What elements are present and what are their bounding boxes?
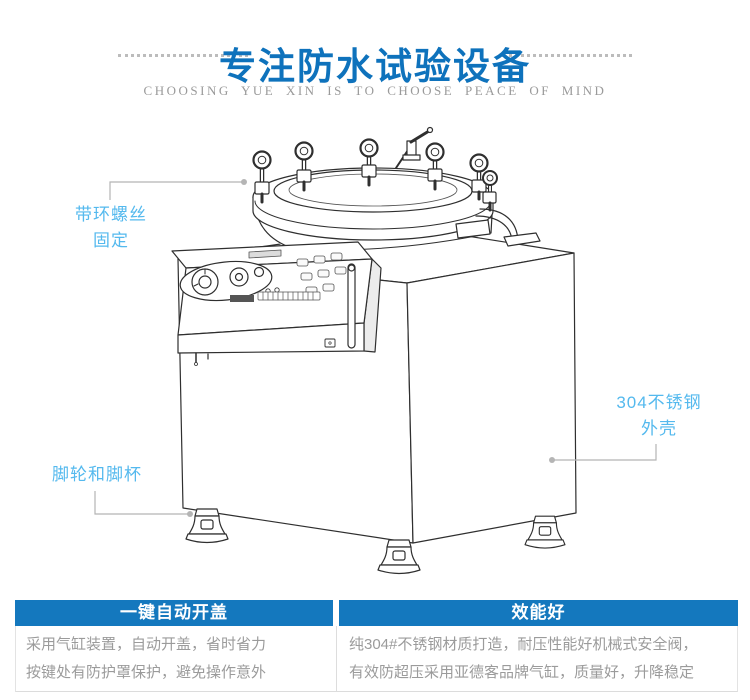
- cabinet-right-face: [406, 252, 577, 544]
- feature-text-performance: 纯304#不锈钢材质打造，耐压性能好机械式安全阀， 有效防超压采用亚德客品牌气缸…: [337, 626, 737, 691]
- callout-eye-screw-line1: 带环螺丝: [75, 205, 147, 224]
- control-panel: [171, 241, 382, 366]
- connector-eye-screw: [109, 181, 243, 200]
- air-pipe: [455, 208, 541, 247]
- feature-title-auto-open: 一键自动开盖: [15, 600, 333, 626]
- safety-valve-icon: [395, 126, 434, 169]
- panel-buttons: [296, 252, 347, 295]
- eye-bolt-icon: [252, 150, 272, 204]
- eye-bolt-clamps: [252, 138, 498, 212]
- connector-shell: [553, 444, 657, 461]
- callout-connectors: [94, 179, 657, 517]
- foot-front-left: [185, 508, 229, 544]
- key-strip: [257, 291, 321, 301]
- callout-eye-screw: 带环螺丝 固定: [55, 202, 167, 254]
- feature-left-line1: 采用气缸装置，自动开盖，省时省力: [26, 636, 267, 653]
- handle-rod: [347, 263, 356, 349]
- page-subtitle: CHOOSING YUE XIN IS TO CHOOSE PEACE OF M…: [143, 83, 607, 98]
- feature-body: 采用气缸装置，自动开盖，省时省力 按键处有防护罩保护，避免操作意外 纯304#不…: [15, 626, 738, 692]
- connector-casters: [94, 491, 189, 515]
- feature-right-line2: 有效防超压采用亚德客品牌气缸，质量好，升降稳定: [349, 664, 695, 681]
- eye-bolt-icon: [359, 138, 379, 187]
- eye-bolt-icon: [482, 170, 498, 212]
- connector-dot: [241, 179, 247, 185]
- foot-right: [524, 515, 566, 549]
- header-dotted-line-left: [118, 54, 248, 57]
- feature-left-line2: 按键处有防护罩保护，避免操作意外: [26, 664, 267, 681]
- header-dotted-line-right: [502, 54, 632, 57]
- feature-text-auto-open: 采用气缸装置，自动开盖，省时省力 按键处有防护罩保护，避免操作意外: [16, 626, 337, 691]
- callout-casters: 脚轮和脚杯: [50, 462, 144, 488]
- connector-dot: [187, 511, 193, 517]
- feature-right-line1: 纯304#不锈钢材质打造，耐压性能好机械式安全阀，: [349, 636, 698, 653]
- callout-shell-line1: 304不锈钢: [616, 393, 702, 412]
- eye-bolt-icon: [469, 153, 489, 201]
- connector-dot: [549, 457, 555, 463]
- callout-eye-screw-line2: 固定: [93, 231, 129, 250]
- foot-front-center: [377, 539, 421, 575]
- callout-casters-line1: 脚轮和脚杯: [52, 465, 142, 484]
- eye-bolt-icon: [425, 142, 445, 191]
- eye-bolt-icon: [294, 141, 314, 192]
- callout-shell: 304不锈钢 外壳: [603, 390, 715, 442]
- callout-shell-line2: 外壳: [641, 419, 677, 438]
- feature-title-performance: 效能好: [339, 600, 738, 626]
- page-title: 专注防水试验设备: [219, 46, 531, 87]
